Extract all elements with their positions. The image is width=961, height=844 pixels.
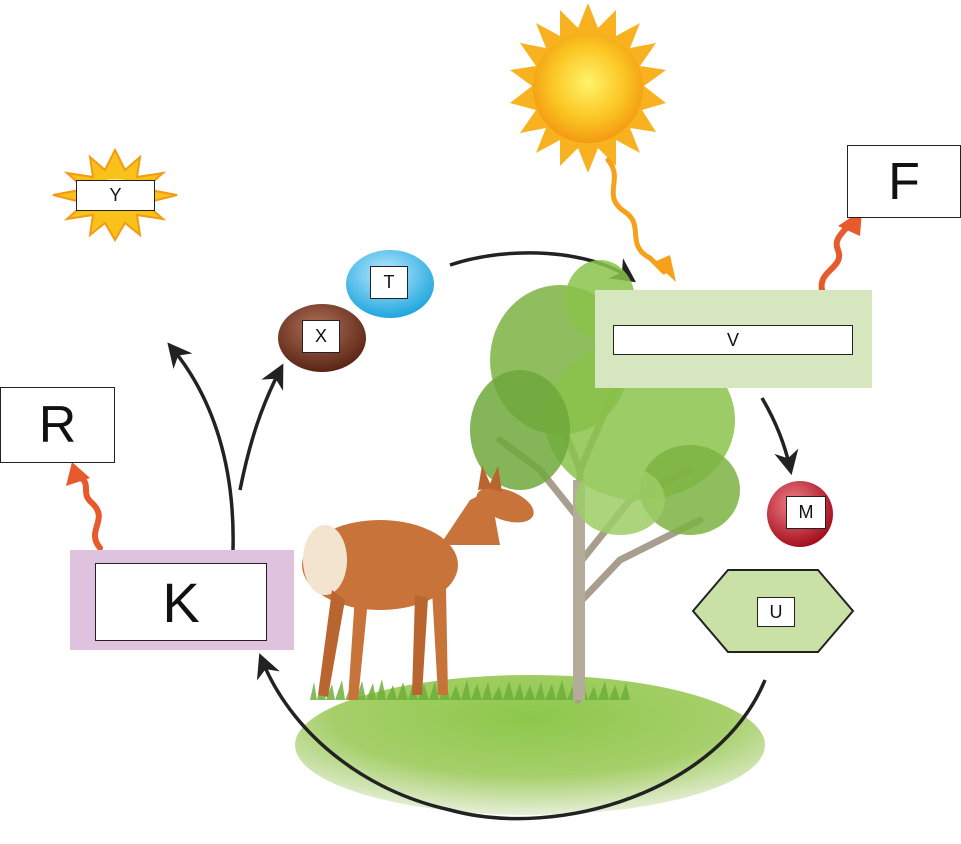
cycle-arrow-bottom (257, 653, 767, 821)
grass-ground (295, 675, 765, 815)
label-t: T (370, 266, 408, 299)
grass-blades (310, 678, 630, 700)
sunlight-arrowhead (654, 255, 676, 282)
sunlight-arrow (605, 157, 667, 275)
label-r: R (0, 387, 115, 463)
label-v: V (613, 325, 853, 355)
deer-illustration (302, 465, 534, 700)
label-x: X (302, 320, 340, 353)
arrow-k-to-y (167, 342, 235, 551)
label-y: Y (76, 180, 155, 211)
label-m: M (786, 496, 826, 529)
heat-arrow-r (77, 474, 103, 551)
arrow-v-to-m (760, 397, 799, 476)
label-f: F (847, 145, 961, 218)
arrow-k-to-x (238, 363, 284, 491)
label-k: K (95, 563, 267, 641)
sun-icon (510, 3, 666, 173)
heat-arrowhead-r (66, 462, 90, 486)
label-u: U (757, 597, 795, 627)
heat-arrow-f (818, 219, 853, 293)
